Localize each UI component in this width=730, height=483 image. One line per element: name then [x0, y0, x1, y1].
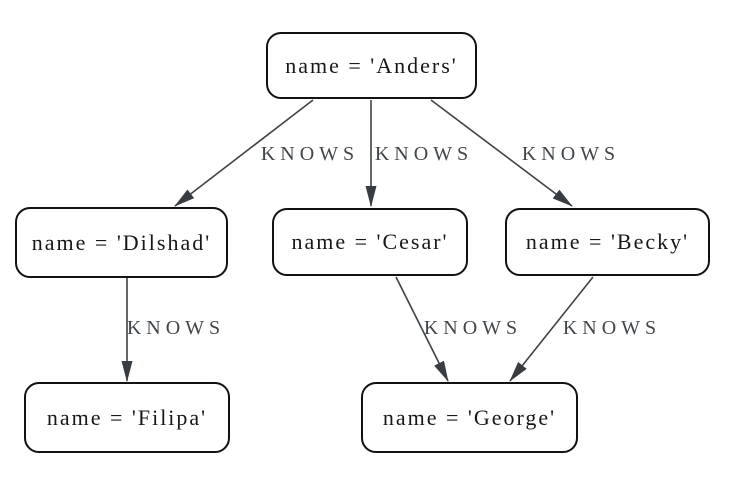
edge-cesar-knows-george [395, 276, 449, 382]
edge-anders-knows-dilshad [174, 99, 314, 207]
node-becky-label: name = 'Becky' [525, 229, 690, 254]
node-cesar-label: name = 'Cesar' [291, 229, 449, 254]
edge-label-anders-cesar: KNOWS [374, 143, 474, 165]
node-anders-label: name = 'Anders' [285, 52, 458, 78]
node-becky: name = 'Becky' [505, 208, 710, 276]
node-dilshad: name = 'Dilshad' [15, 207, 228, 278]
edge-label-cesar-george: KNOWS [423, 317, 523, 339]
edge-label-becky-george: KNOWS [562, 317, 662, 339]
node-filipa: name = 'Filipa' [24, 382, 230, 453]
node-anders: name = 'Anders' [266, 32, 477, 99]
node-george: name = 'George' [361, 382, 578, 453]
node-george-label: name = 'George' [382, 404, 557, 430]
edge-label-anders-becky: KNOWS [521, 143, 621, 165]
edge-becky-knows-george [509, 276, 594, 382]
node-dilshad-label: name = 'Dilshad' [31, 229, 212, 255]
node-filipa-label: name = 'Filipa' [46, 404, 208, 430]
edge-label-dilshad-filipa: KNOWS [126, 317, 226, 339]
edge-label-anders-dilshad: KNOWS [260, 143, 360, 165]
node-cesar: name = 'Cesar' [272, 208, 468, 276]
edge-anders-knows-becky [430, 99, 573, 207]
